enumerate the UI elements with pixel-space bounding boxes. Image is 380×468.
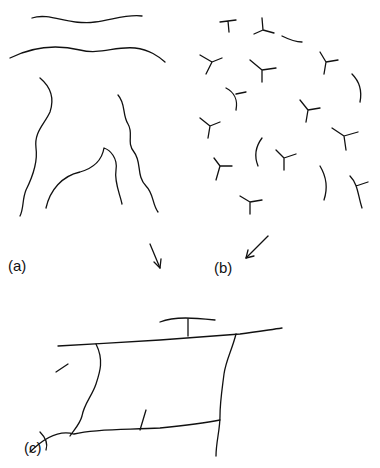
long-crack-line [20,78,52,216]
short-crack-fragment [320,166,326,200]
short-crack-fragment [200,55,222,74]
panel-label: (c) [24,440,42,455]
long-crack-line [32,16,142,23]
flow-arrow [150,244,160,268]
short-crack-fragment [256,138,262,166]
panel-label: (b) [214,260,232,275]
network-crack-line [187,319,188,336]
network-crack-line [58,328,282,346]
short-crack-fragment [226,88,246,110]
flow-arrow [246,236,268,258]
long-crack-line [118,95,158,212]
network-crack-line [140,410,146,430]
long-crack-line [46,148,122,208]
flow-arrow [246,250,254,258]
short-crack-fragment [282,36,302,42]
short-crack-fragment [220,20,236,32]
long-crack-line [10,47,165,62]
short-crack-fragment [350,176,368,208]
short-crack-fragment [276,150,296,170]
short-crack-fragment [320,52,338,74]
short-crack-fragment [300,100,320,122]
short-crack-fragment [214,158,232,180]
network-crack-line [30,420,220,452]
panel-label: (a) [8,258,26,273]
short-crack-fragment [254,18,274,34]
short-crack-fragment [200,118,220,138]
network-crack-line [56,364,68,372]
flow-arrow [154,259,161,268]
network-crack-line [216,334,236,456]
short-crack-fragment [352,74,361,102]
short-crack-fragment [250,60,276,82]
short-crack-fragment [332,128,358,150]
network-crack-line [70,344,101,436]
short-crack-fragment [240,196,262,214]
